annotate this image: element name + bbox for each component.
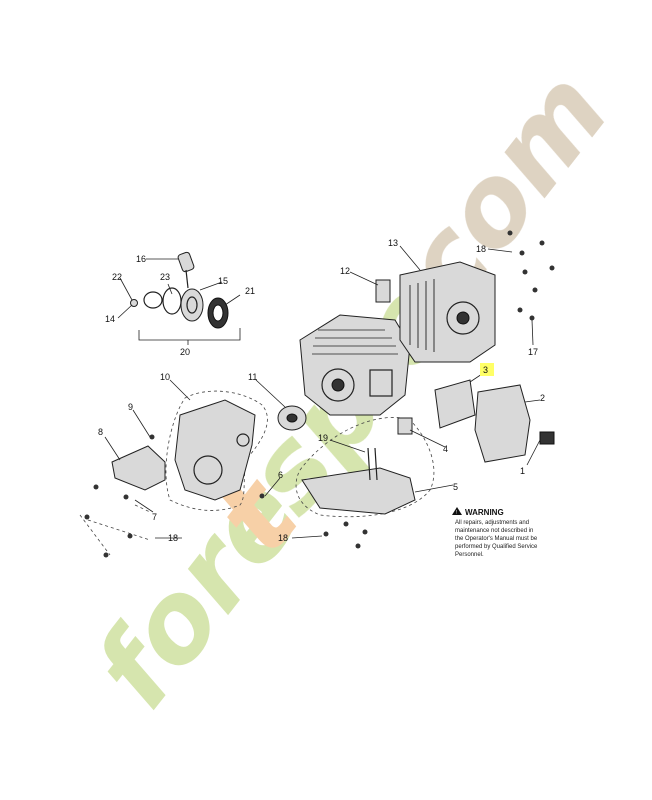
callout-7: 7 <box>152 512 157 522</box>
mounting-bracket <box>111 445 166 491</box>
callout-1: 1 <box>520 466 525 476</box>
callout-22: 22 <box>112 272 122 282</box>
cover-knob <box>539 431 555 445</box>
callout-16: 16 <box>136 254 146 264</box>
fuel-cap <box>397 417 413 435</box>
callout-3-highlight <box>480 363 494 376</box>
callout-4: 4 <box>443 444 448 454</box>
callout-13: 13 <box>388 238 398 248</box>
warning-line-5: Personnel. <box>455 552 484 558</box>
callout-21: 21 <box>245 286 255 296</box>
callout-labels: 1 2 3 4 5 6 7 8 9 10 11 12 13 14 15 16 1… <box>98 238 545 543</box>
callout-9: 9 <box>128 402 133 412</box>
fuel-tank <box>301 467 416 515</box>
callout-17: 17 <box>528 347 538 357</box>
warning-icon <box>452 507 462 515</box>
warning-line-3: the Operator's Manual must be <box>455 536 538 542</box>
air-filter <box>434 379 476 429</box>
callout-5: 5 <box>453 482 458 492</box>
callout-14: 14 <box>105 314 115 324</box>
group-outline-fuel <box>295 417 435 518</box>
callout-18-top: 18 <box>476 244 486 254</box>
engine-block <box>299 314 411 416</box>
callout-10: 10 <box>160 372 170 382</box>
screws <box>84 230 555 558</box>
callout-18-bottom: 18 <box>278 533 288 543</box>
clutch-drum <box>277 405 307 431</box>
warning-line-2: maintenance not described in <box>455 528 533 534</box>
clutch-housing <box>174 399 256 501</box>
svg-text:!: ! <box>456 510 457 516</box>
warning-line-4: performed by Qualified Service <box>455 544 538 550</box>
fuel-line <box>367 447 378 481</box>
callout-15: 15 <box>218 276 228 286</box>
leader-lines <box>104 245 541 539</box>
warning-title: WARNING <box>465 508 504 517</box>
warning-line-1: All repairs, adjustments and <box>455 520 529 526</box>
warning-notice: ! WARNING All repairs, adjustments and m… <box>452 507 538 558</box>
callout-18-left: 18 <box>168 533 178 543</box>
engine-shroud <box>375 261 496 363</box>
callout-12: 12 <box>340 266 350 276</box>
callout-19: 19 <box>318 433 328 443</box>
callout-3: 3 <box>483 365 488 375</box>
callout-8: 8 <box>98 427 103 437</box>
callout-2: 2 <box>540 393 545 403</box>
callout-20: 20 <box>180 347 190 357</box>
callout-23: 23 <box>160 272 170 282</box>
air-filter-cover <box>474 384 531 463</box>
starter-assembly <box>130 251 241 345</box>
callout-6: 6 <box>278 470 283 480</box>
callout-11: 11 <box>248 372 257 382</box>
